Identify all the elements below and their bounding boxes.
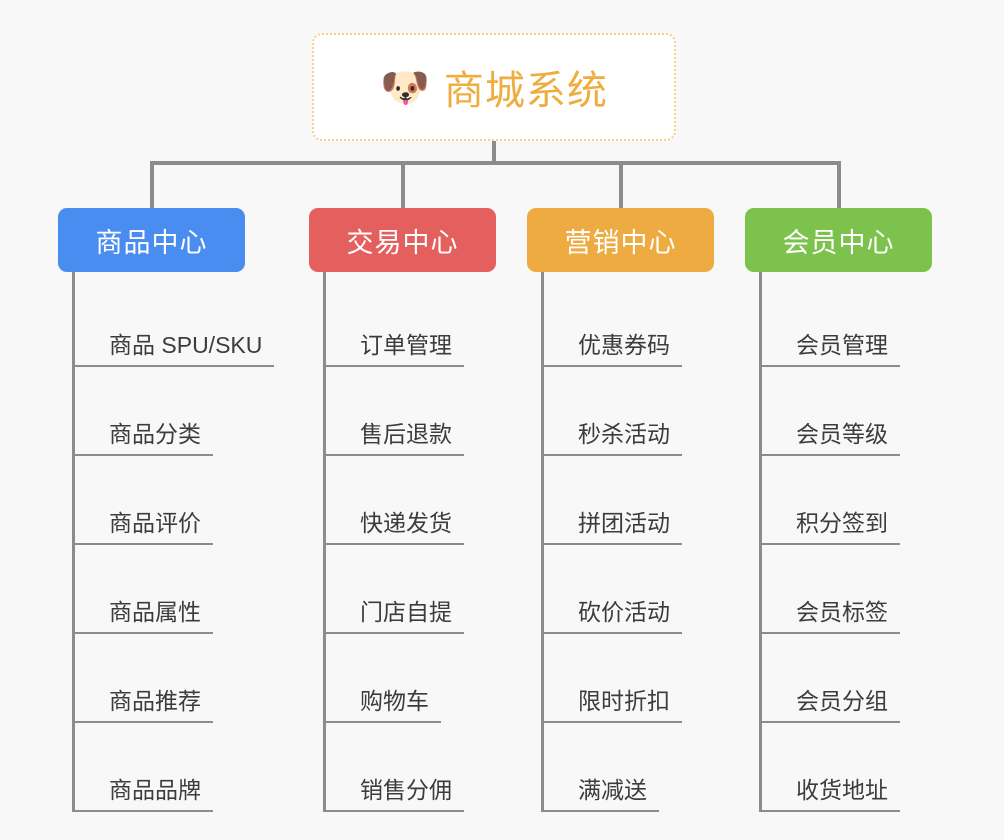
- leaf-list-marketing-center: 优惠券码 秒杀活动 拼团活动 砍价活动 限时折扣 满减送: [541, 272, 714, 812]
- leaf-list-product-center: 商品 SPU/SKU 商品分类 商品评价 商品属性 商品推荐 商品品牌: [72, 272, 275, 812]
- leaf-label: 订单管理: [356, 326, 464, 367]
- list-item[interactable]: 商品评价: [75, 456, 274, 545]
- branch-member-center: 会员中心 会员管理 会员等级 积分签到 会员标签 会员分组: [745, 208, 932, 812]
- leaf-connector: [75, 632, 105, 634]
- leaf-label: 秒杀活动: [574, 415, 682, 456]
- list-item[interactable]: 商品品牌: [75, 723, 274, 812]
- category-label: 会员中心: [782, 227, 895, 258]
- leaf-connector: [544, 543, 574, 545]
- leaf-label: 拼团活动: [574, 504, 682, 545]
- leaf-label: 售后退款: [356, 415, 464, 456]
- root-node[interactable]: 🐶 商城系统: [312, 33, 676, 141]
- list-item[interactable]: 优惠券码: [544, 278, 714, 367]
- leaf-connector: [326, 543, 356, 545]
- list-item[interactable]: 销售分佣: [326, 723, 496, 812]
- list-item[interactable]: 门店自提: [326, 545, 496, 634]
- list-item[interactable]: 会员等级: [762, 367, 932, 456]
- list-item[interactable]: 会员标签: [762, 545, 932, 634]
- list-item[interactable]: 积分签到: [762, 456, 932, 545]
- leaf-connector: [75, 721, 105, 723]
- leaf-label: 商品属性: [105, 593, 213, 634]
- leaf-connector: [762, 810, 792, 812]
- leaf-connector: [75, 365, 105, 367]
- list-item[interactable]: 会员分组: [762, 634, 932, 723]
- leaf-connector: [762, 543, 792, 545]
- leaf-label: 限时折扣: [574, 682, 682, 723]
- leaf-label: 收货地址: [792, 771, 900, 812]
- connector-drop-member-center: [837, 161, 841, 208]
- list-item[interactable]: 收货地址: [762, 723, 932, 812]
- leaf-list-trade-center: 订单管理 售后退款 快递发货 门店自提 购物车 销售分佣: [323, 272, 496, 812]
- leaf-label: 满减送: [574, 771, 659, 812]
- leaf-connector: [326, 721, 356, 723]
- branch-product-center: 商品中心 商品 SPU/SKU 商品分类 商品评价 商品属性 商品推荐: [58, 208, 275, 812]
- branch-marketing-center: 营销中心 优惠券码 秒杀活动 拼团活动 砍价活动 限时折扣: [527, 208, 714, 812]
- list-item[interactable]: 商品分类: [75, 367, 274, 456]
- category-header-member-center[interactable]: 会员中心: [745, 208, 932, 272]
- leaf-label: 会员分组: [792, 682, 900, 723]
- leaf-connector: [544, 632, 574, 634]
- leaf-connector: [326, 454, 356, 456]
- list-item[interactable]: 拼团活动: [544, 456, 714, 545]
- connector-drop-product-center: [150, 161, 154, 208]
- leaf-connector: [544, 810, 574, 812]
- leaf-label: 商品评价: [105, 504, 213, 545]
- list-item[interactable]: 秒杀活动: [544, 367, 714, 456]
- list-item[interactable]: 限时折扣: [544, 634, 714, 723]
- leaf-connector: [762, 721, 792, 723]
- leaf-label: 会员等级: [792, 415, 900, 456]
- leaf-connector: [544, 721, 574, 723]
- category-header-trade-center[interactable]: 交易中心: [309, 208, 496, 272]
- list-item[interactable]: 商品 SPU/SKU: [75, 278, 275, 367]
- leaf-label: 快递发货: [356, 504, 464, 545]
- list-item[interactable]: 满减送: [544, 723, 714, 812]
- leaf-label: 优惠券码: [574, 326, 682, 367]
- list-item[interactable]: 订单管理: [326, 278, 496, 367]
- list-item[interactable]: 商品推荐: [75, 634, 274, 723]
- category-header-marketing-center[interactable]: 营销中心: [527, 208, 714, 272]
- list-item[interactable]: 快递发货: [326, 456, 496, 545]
- leaf-connector: [326, 632, 356, 634]
- leaf-connector: [762, 365, 792, 367]
- leaf-label: 商品品牌: [105, 771, 213, 812]
- list-item[interactable]: 商品属性: [75, 545, 274, 634]
- leaf-connector: [75, 454, 105, 456]
- leaf-connector: [75, 543, 105, 545]
- list-item[interactable]: 售后退款: [326, 367, 496, 456]
- leaf-label: 砍价活动: [574, 593, 682, 634]
- leaf-connector: [762, 632, 792, 634]
- dog-face-icon: 🐶: [380, 66, 430, 110]
- connector-root-stem: [492, 141, 496, 165]
- category-header-product-center[interactable]: 商品中心: [58, 208, 245, 272]
- list-item[interactable]: 会员管理: [762, 278, 932, 367]
- leaf-label: 商品 SPU/SKU: [105, 326, 275, 367]
- list-item[interactable]: 砍价活动: [544, 545, 714, 634]
- leaf-label: 会员管理: [792, 326, 900, 367]
- leaf-label: 购物车: [356, 682, 441, 723]
- leaf-connector: [544, 454, 574, 456]
- leaf-label: 商品分类: [105, 415, 213, 456]
- leaf-connector: [762, 454, 792, 456]
- leaf-connector: [326, 810, 356, 812]
- connector-horizontal-bus: [150, 161, 841, 165]
- leaf-label: 销售分佣: [356, 771, 464, 812]
- category-label: 营销中心: [564, 227, 677, 258]
- list-item[interactable]: 购物车: [326, 634, 496, 723]
- leaf-label: 积分签到: [792, 504, 900, 545]
- category-label: 商品中心: [95, 227, 208, 258]
- leaf-connector: [326, 365, 356, 367]
- leaf-connector: [75, 810, 105, 812]
- category-label: 交易中心: [346, 227, 459, 258]
- branch-trade-center: 交易中心 订单管理 售后退款 快递发货 门店自提 购物车: [309, 208, 496, 812]
- leaf-list-member-center: 会员管理 会员等级 积分签到 会员标签 会员分组 收货地址: [759, 272, 932, 812]
- leaf-connector: [544, 365, 574, 367]
- connector-drop-marketing-center: [619, 161, 623, 208]
- leaf-label: 门店自提: [356, 593, 464, 634]
- leaf-label: 会员标签: [792, 593, 900, 634]
- leaf-label: 商品推荐: [105, 682, 213, 723]
- connector-drop-trade-center: [401, 161, 405, 208]
- root-title: 商城系统: [443, 69, 608, 113]
